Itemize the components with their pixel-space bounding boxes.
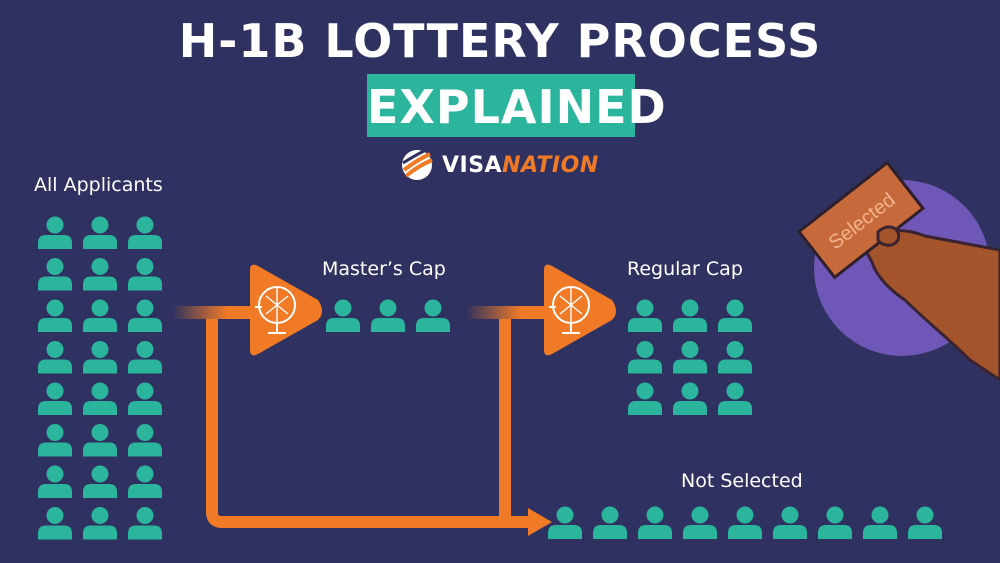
person-icon — [718, 300, 752, 333]
person-icon — [83, 258, 117, 291]
person-icon — [38, 341, 72, 374]
person-icon — [673, 300, 707, 333]
masters-cap-group — [326, 300, 450, 333]
person-icon — [628, 383, 662, 416]
person-icon — [863, 507, 897, 540]
person-icon — [128, 300, 162, 333]
person-icon — [371, 300, 405, 333]
all-applicants-group — [38, 217, 162, 540]
person-icon — [628, 341, 662, 374]
person-icon — [673, 341, 707, 374]
person-icon — [38, 507, 72, 540]
person-icon — [38, 424, 72, 457]
person-icon — [128, 507, 162, 540]
person-icon — [773, 507, 807, 540]
not-selected-group — [548, 507, 942, 540]
person-icon — [728, 507, 762, 540]
person-icon — [83, 507, 117, 540]
person-icon — [628, 300, 662, 333]
thumb-shape — [878, 227, 899, 245]
person-icon — [83, 300, 117, 333]
person-icon — [593, 507, 627, 540]
person-icon — [38, 217, 72, 250]
person-icon — [718, 383, 752, 416]
person-icon — [83, 466, 117, 499]
person-icon — [326, 300, 360, 333]
person-icon — [673, 383, 707, 416]
person-icon — [908, 507, 942, 540]
person-icon — [83, 424, 117, 457]
person-icon — [38, 300, 72, 333]
person-icon — [128, 383, 162, 416]
lottery-drum-regular — [544, 265, 616, 356]
person-icon — [638, 507, 672, 540]
person-icon — [548, 507, 582, 540]
person-icon — [818, 507, 852, 540]
person-icon — [38, 466, 72, 499]
person-icon — [83, 217, 117, 250]
person-icon — [718, 341, 752, 374]
lottery-drum-masters — [250, 265, 322, 356]
person-icon — [416, 300, 450, 333]
person-icon — [128, 258, 162, 291]
regular-cap-group — [628, 300, 752, 416]
person-icon — [83, 341, 117, 374]
person-icon — [128, 217, 162, 250]
person-icon — [683, 507, 717, 540]
person-icon — [128, 424, 162, 457]
person-icon — [38, 383, 72, 416]
person-icon — [38, 258, 72, 291]
person-icon — [128, 341, 162, 374]
person-icon — [128, 466, 162, 499]
person-icon — [83, 383, 117, 416]
